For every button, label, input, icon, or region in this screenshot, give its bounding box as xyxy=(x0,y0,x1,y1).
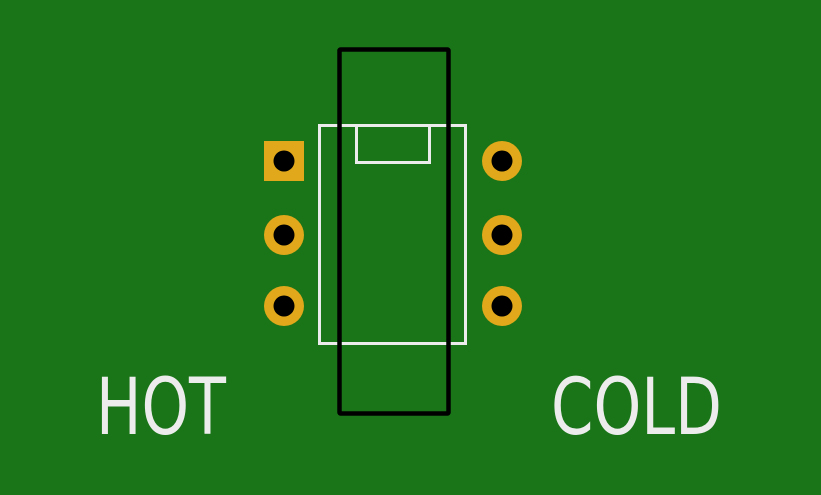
pads xyxy=(264,141,522,326)
drill-hole xyxy=(273,295,295,317)
drill-hole xyxy=(491,224,513,246)
cutout-outline xyxy=(337,47,451,416)
drill-hole xyxy=(273,224,295,246)
drill-hole xyxy=(273,150,295,172)
label-hot: HOT xyxy=(96,363,226,453)
drill-hole xyxy=(491,295,513,317)
component-notch-marker xyxy=(355,124,431,164)
drill-hole xyxy=(491,150,513,172)
label-cold: COLD xyxy=(551,363,722,453)
